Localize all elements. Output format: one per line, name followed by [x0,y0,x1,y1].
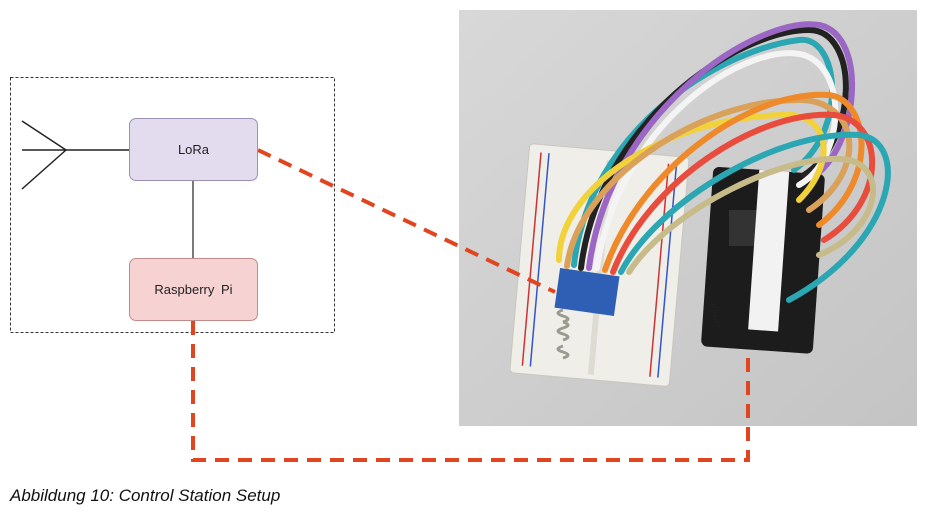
dashed-connection-lines [191,148,750,462]
hardware-photo: Power [459,10,917,426]
raspberry-pi-node: Raspberry Pi [129,258,258,321]
figure-caption: Abbildung 10: Control Station Setup [10,486,281,505]
antenna-icon [21,120,129,190]
lora-node: LoRa [129,118,258,181]
enclosure-box [10,77,335,333]
lora-module [554,268,620,316]
raspberry-pi-label: Raspberry Pi [154,282,233,297]
lora-label: LoRa [177,142,210,157]
antenna [556,308,570,360]
